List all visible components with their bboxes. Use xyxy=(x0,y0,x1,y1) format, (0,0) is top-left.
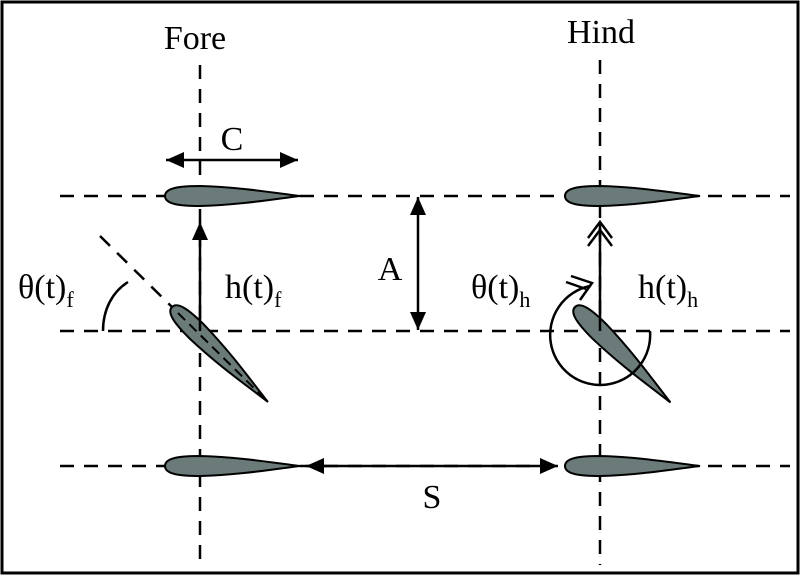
hind-label: Hind xyxy=(567,14,635,51)
hind-pitch-label: θ(t)h xyxy=(471,269,530,312)
fore-label: Fore xyxy=(164,20,226,57)
fore-pitch-label-main: θ(t) xyxy=(18,269,66,306)
fore-foil-chord-line xyxy=(177,312,263,397)
hind-pitch-rotation-arc xyxy=(548,284,652,387)
hind-pitch-label-main: θ(t) xyxy=(471,269,519,306)
fore-pitch-angle-arc xyxy=(101,280,129,332)
amplitude-label: A xyxy=(378,251,403,288)
fore-foil-top xyxy=(164,185,301,207)
hind-pitch-label-sub: h xyxy=(519,287,530,312)
fore-foil-bottom xyxy=(164,455,301,477)
fore-pitch-label-sub: f xyxy=(66,287,74,312)
hind-foil-top xyxy=(564,185,701,207)
hind-foil-pitched xyxy=(566,298,679,411)
fore-heave-label: h(t)f xyxy=(225,269,282,312)
hind-heave-label-sub: h xyxy=(687,287,698,312)
hind-foil-bottom xyxy=(564,455,701,477)
fore-pitch-label: θ(t)f xyxy=(18,269,74,312)
fore-heave-label-main: h(t) xyxy=(225,269,274,306)
hind-pitch-double-arrowhead-icon xyxy=(565,274,594,301)
spacing-label: S xyxy=(423,479,442,516)
hind-heave-double-arrowhead-icon xyxy=(587,219,613,247)
fore-heave-label-sub: f xyxy=(274,287,282,312)
fore-pitch-reference-line xyxy=(99,235,173,308)
hind-heave-label: h(t)h xyxy=(638,269,698,312)
chord-label: C xyxy=(221,121,244,158)
hind-heave-label-main: h(t) xyxy=(638,269,687,306)
